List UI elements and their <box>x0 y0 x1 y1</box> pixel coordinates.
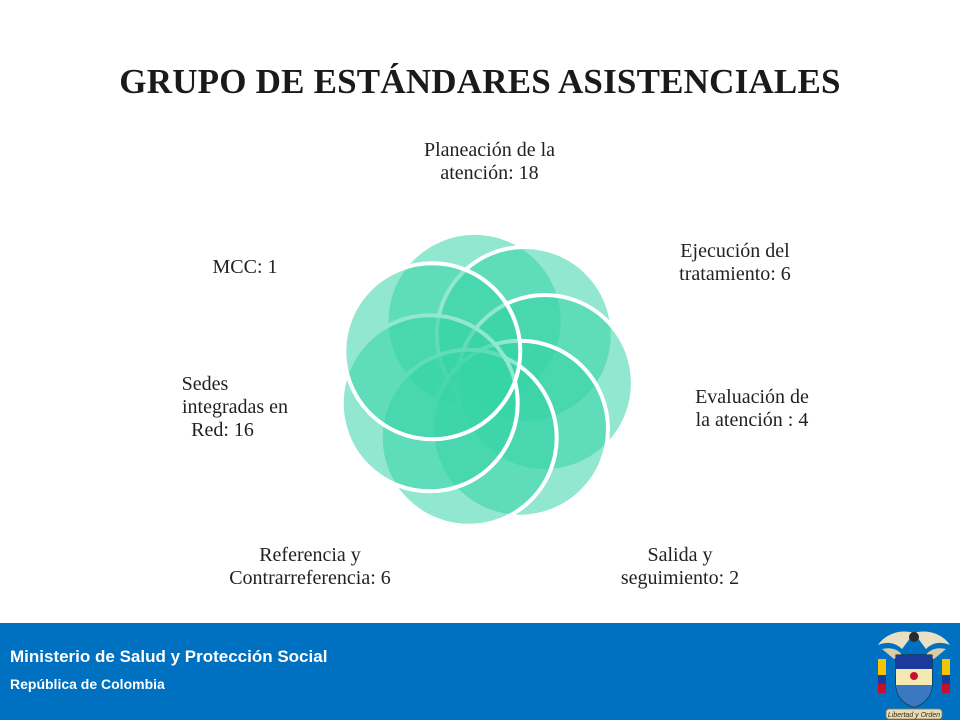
circle-mcc <box>342 261 523 442</box>
cycle-diagram <box>339 230 635 528</box>
footer-bar: Ministerio de Salud y Protección Social … <box>0 623 960 720</box>
page-title: GRUPO DE ESTÁNDARES ASISTENCIALES <box>119 62 841 101</box>
republic-name: República de Colombia <box>10 676 165 692</box>
ministry-name: Ministerio de Salud y Protección Social <box>10 647 328 666</box>
label-sedes: Sedes integradas en Red: 16 <box>181 373 289 441</box>
label-mcc: MCC: 1 <box>212 256 278 278</box>
colombia-coat-of-arms-icon: Libertad y Orden <box>878 631 950 720</box>
seal-motto: Libertad y Orden <box>888 712 940 719</box>
